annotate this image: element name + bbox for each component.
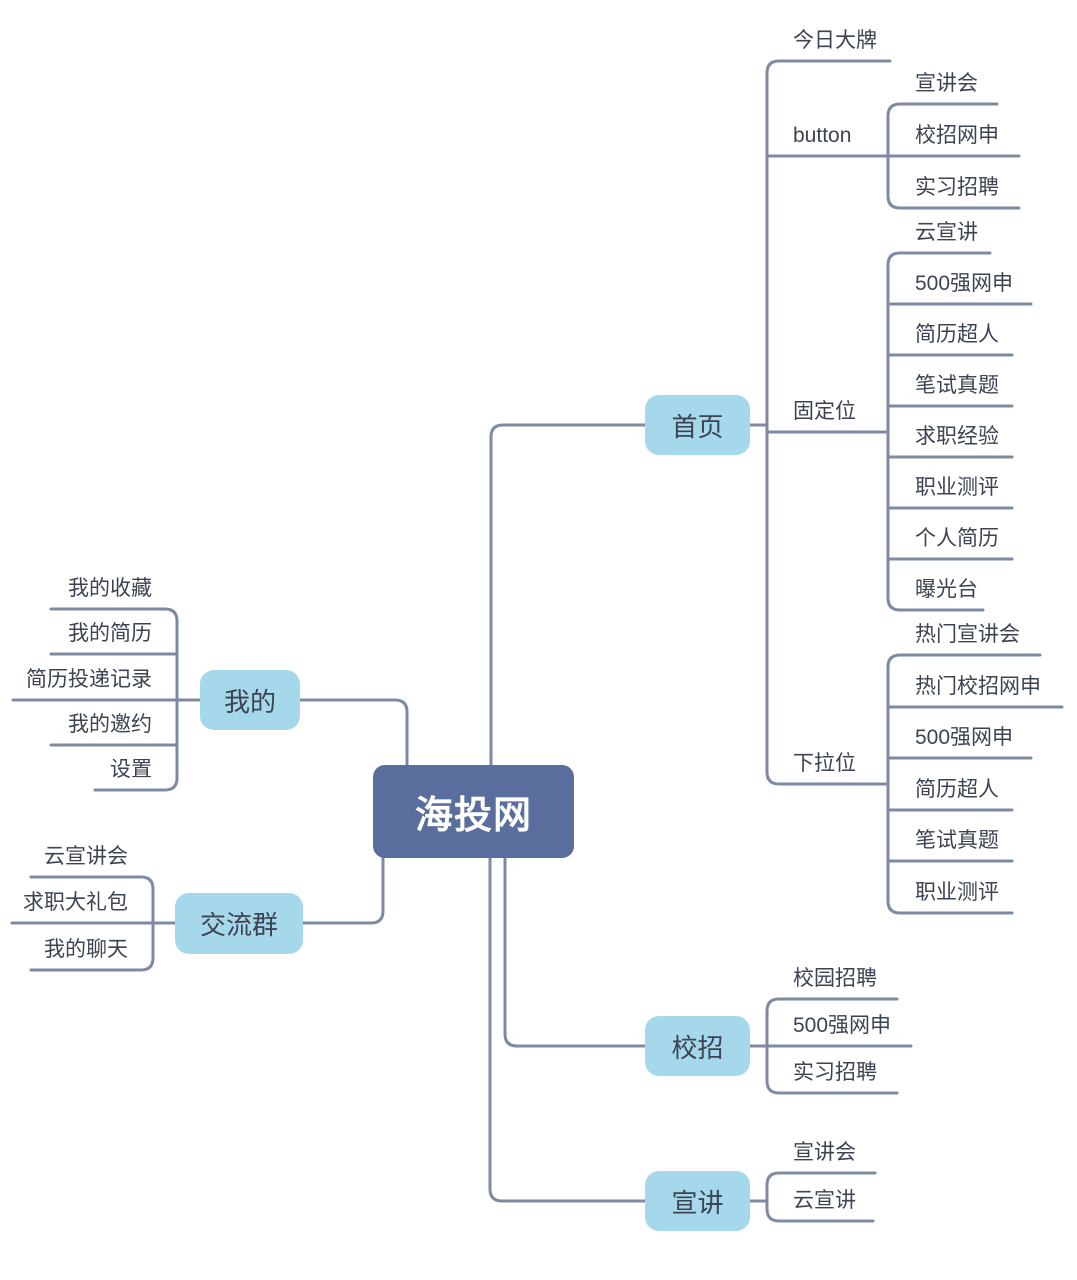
edge-root-campus (503, 856, 647, 1048)
edge-drop-bracket (886, 653, 1042, 915)
subtopic-label[interactable]: 实习招聘 (915, 176, 999, 199)
branch-node-home[interactable]: 首页 (645, 395, 750, 455)
subtopic-label[interactable]: 宣讲会 (793, 1141, 856, 1164)
topic-label[interactable]: button (793, 124, 852, 147)
subtopic-label[interactable]: 笔试真题 (915, 374, 999, 397)
subtopic-label[interactable]: 云宣讲 (793, 1189, 856, 1212)
subtopic-label[interactable]: 500强网申 (915, 272, 1014, 295)
topic-label[interactable]: 固定位 (793, 400, 856, 423)
subtopic-label[interactable]: 简历超人 (915, 778, 999, 801)
edge-campus-bracket (765, 997, 899, 1095)
subtopic-label[interactable]: 职业测评 (915, 881, 999, 904)
edge-root-groups (301, 856, 385, 925)
subtopic-label[interactable]: 500强网申 (915, 726, 1014, 749)
subtopic-label[interactable]: 云宣讲会 (44, 845, 128, 868)
branch-node-mine[interactable]: 我的 (200, 670, 300, 730)
edge-groups-bracket (29, 875, 155, 972)
subtopic-label[interactable]: 简历投递记录 (26, 668, 152, 691)
edge-button-bracket (886, 102, 1021, 210)
edge-talks-bracket (765, 1171, 877, 1223)
subtopic-label[interactable]: 我的聊天 (44, 938, 128, 961)
subtopic-label[interactable]: 热门校招网申 (915, 675, 1041, 698)
edge-mine-bracket (49, 607, 179, 792)
subtopic-label[interactable]: 实习招聘 (793, 1061, 877, 1084)
topic-label[interactable]: 今日大牌 (793, 29, 877, 52)
subtopic-label[interactable]: 曝光台 (915, 578, 978, 601)
edge-home-trunk (765, 59, 892, 786)
subtopic-label[interactable]: 求职经验 (915, 425, 999, 448)
subtopic-label[interactable]: 校园招聘 (793, 967, 877, 990)
edge-root-mine (298, 698, 409, 767)
subtopic-label[interactable]: 我的邀约 (68, 713, 152, 736)
subtopic-label[interactable]: 宣讲会 (915, 72, 978, 95)
root-node[interactable]: 海投网 (373, 765, 574, 858)
subtopic-label[interactable]: 我的简历 (68, 622, 152, 645)
branch-node-talks[interactable]: 宣讲 (645, 1171, 750, 1231)
edge-fixed-bracket (886, 251, 992, 612)
edge-root-talks (488, 856, 647, 1203)
branch-node-campus[interactable]: 校招 (645, 1016, 750, 1076)
edge-root-home (489, 423, 647, 767)
subtopic-label[interactable]: 笔试真题 (915, 829, 999, 852)
subtopic-label[interactable]: 个人简历 (915, 527, 999, 550)
subtopic-label[interactable]: 求职大礼包 (23, 891, 128, 914)
branch-node-groups[interactable]: 交流群 (175, 893, 303, 954)
subtopic-label[interactable]: 校招网申 (915, 124, 999, 147)
subtopic-label[interactable]: 云宣讲 (915, 221, 978, 244)
subtopic-label[interactable]: 设置 (110, 758, 152, 781)
subtopic-label[interactable]: 职业测评 (915, 476, 999, 499)
subtopic-label[interactable]: 热门宣讲会 (915, 623, 1020, 646)
subtopic-label[interactable]: 简历超人 (915, 323, 999, 346)
topic-label[interactable]: 下拉位 (793, 752, 856, 775)
subtopic-label[interactable]: 我的收藏 (68, 577, 152, 600)
subtopic-label[interactable]: 500强网申 (793, 1014, 892, 1037)
